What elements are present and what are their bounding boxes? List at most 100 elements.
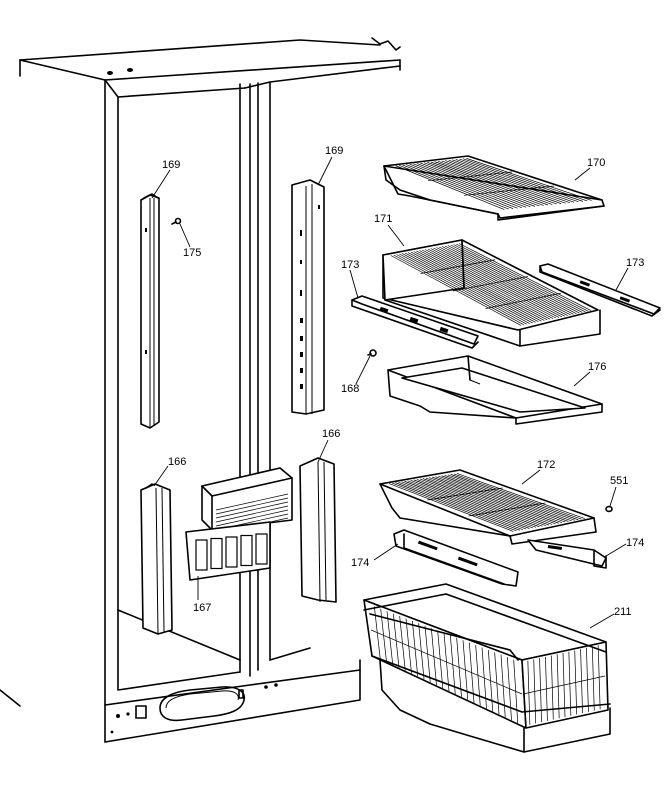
wire-line — [404, 480, 530, 529]
label-174-left: 174 — [351, 557, 369, 569]
wire-line — [432, 476, 559, 524]
shelf-rail-right — [291, 179, 325, 415]
wire-line — [444, 474, 572, 522]
wire-line — [395, 165, 505, 210]
wire-line — [215, 493, 289, 511]
wire-line — [448, 159, 570, 204]
wire-line — [466, 158, 592, 201]
label-551: 551 — [610, 475, 628, 487]
wire-line — [456, 473, 585, 519]
wire-shelf-170 — [383, 155, 605, 221]
label-166-left: 166 — [168, 456, 186, 468]
label-173-left: 173 — [341, 259, 359, 271]
wire-line — [388, 483, 514, 532]
freezer-rail-right — [299, 457, 337, 603]
wire-line — [438, 475, 566, 523]
wire-line — [413, 479, 540, 528]
wire-line — [416, 479, 543, 527]
wire-line — [485, 292, 562, 309]
wire-line — [462, 158, 588, 202]
wire-line — [420, 162, 536, 207]
wire-line — [398, 164, 509, 210]
clip-551 — [605, 505, 613, 513]
vent-cell — [240, 534, 253, 567]
vent-cell — [255, 533, 268, 565]
label-175: 175 — [183, 247, 201, 259]
label-168: 168 — [341, 383, 359, 395]
freezer-basket-211 — [363, 583, 611, 753]
wire-line — [468, 502, 546, 517]
wire-line — [398, 481, 524, 530]
label-167: 167 — [193, 602, 211, 614]
wire-line — [410, 480, 537, 528]
label-166-right: 166 — [322, 428, 340, 440]
wire-line — [435, 476, 563, 523]
shelf-slide-173-left — [351, 295, 479, 349]
wire-line — [455, 159, 579, 203]
wire-line — [215, 501, 289, 519]
wire-line — [395, 482, 520, 531]
wire-line — [215, 505, 289, 523]
wire-line — [401, 481, 527, 530]
wire-line — [402, 164, 514, 209]
wire-line — [452, 276, 529, 292]
wire-line — [427, 487, 503, 501]
wire-line — [453, 473, 582, 520]
wire-line — [215, 497, 289, 515]
shelf-slide-173-right — [539, 263, 661, 317]
wire-line — [407, 480, 533, 529]
wire-line — [392, 482, 517, 532]
wire-line — [522, 675, 606, 695]
wire-line — [416, 163, 531, 208]
wire-line — [430, 161, 549, 206]
label-173-right: 173 — [626, 257, 644, 269]
vent-cell — [210, 537, 223, 570]
freezer-rail-left — [140, 483, 173, 635]
wire-line — [441, 160, 562, 204]
vent-cell — [225, 536, 238, 568]
label-174-right: 174 — [626, 537, 644, 549]
wire-line — [441, 475, 569, 522]
wire-line — [459, 158, 584, 202]
vent-cell — [195, 539, 208, 571]
wire-line — [409, 163, 522, 209]
screw-168 — [367, 349, 377, 357]
wire-line — [413, 163, 527, 208]
wire-line — [406, 164, 518, 209]
wire-line — [452, 159, 575, 203]
wire-line — [429, 477, 556, 525]
wire-line — [427, 171, 513, 182]
shelf-frame-176 — [387, 355, 603, 425]
wire-shelf-172 — [379, 469, 597, 545]
basket-slide-174-left — [393, 529, 519, 587]
label-169-right: 169 — [325, 145, 343, 157]
label-170: 170 — [587, 157, 605, 169]
wire-line — [420, 259, 496, 274]
refrigerator-cabinet — [0, 37, 401, 743]
label-169-left: 169 — [162, 159, 180, 171]
wire-line — [445, 160, 566, 204]
callout-labels: 169 175 169 170 171 173 173 168 176 166 … — [151, 145, 644, 629]
wire-line — [425, 477, 553, 525]
label-211: 211 — [614, 606, 632, 618]
wire-line — [437, 160, 557, 205]
wire-line — [423, 162, 540, 207]
wire-line — [419, 478, 546, 526]
basket-slide-174-right — [527, 539, 607, 569]
screw-175 — [171, 217, 182, 225]
label-172: 172 — [537, 459, 555, 471]
shelf-rail-left — [140, 193, 160, 429]
label-176: 176 — [588, 361, 606, 373]
vent-grille-167 — [185, 467, 293, 581]
wire-line — [434, 161, 553, 205]
wire-basket-171 — [382, 239, 601, 347]
wire-line — [447, 474, 576, 521]
label-171: 171 — [374, 213, 392, 225]
wire-line — [370, 629, 523, 695]
wire-line — [427, 162, 544, 206]
wire-line — [422, 478, 550, 526]
wire-line — [463, 185, 555, 196]
wire-line — [450, 474, 579, 521]
wire-line — [215, 509, 289, 527]
